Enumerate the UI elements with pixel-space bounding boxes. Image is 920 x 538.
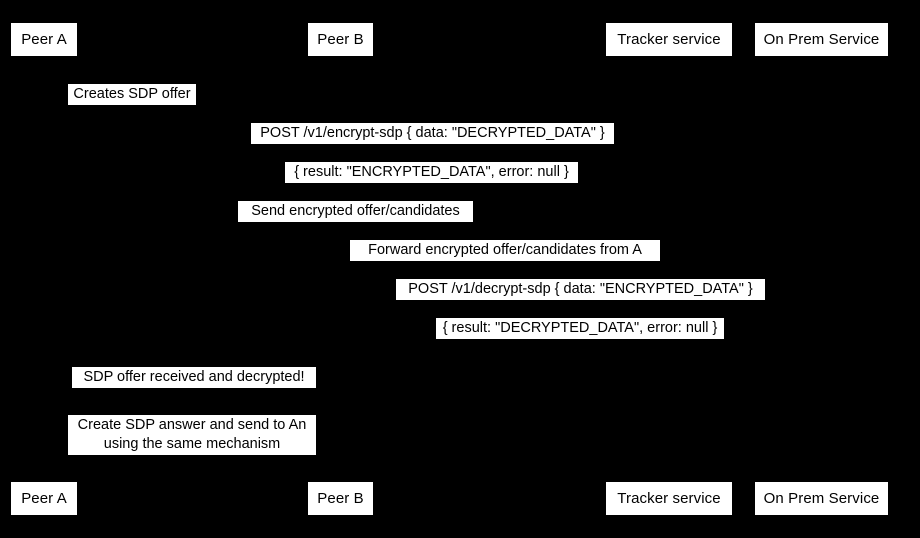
participant-head-peer-b[interactable]: Peer B [307,22,374,57]
msg-forward-encrypted-offer-label: Forward encrypted offer/candidates from … [350,240,660,261]
msg-decrypt-result-label: { result: "DECRYPTED_DATA", error: null … [436,318,724,339]
participant-head-on-prem[interactable]: On Prem Service [754,22,889,57]
arrow-msg-post-decrypt-sdp [340,300,821,301]
participant-head-peer-a[interactable]: Peer A [10,22,78,57]
msg-create-sdp-answer-label: Create SDP answer and send to An using t… [68,415,316,455]
lifeline-tracker [669,57,670,481]
arrow-msg-forward-encrypted-offer [340,261,669,262]
msg-send-encrypted-offer-label: Send encrypted offer/candidates [238,201,473,222]
arrow-msg-decrypt-result [340,339,821,340]
participant-foot-on-prem[interactable]: On Prem Service [754,481,889,516]
lifeline-on-prem [821,57,822,481]
msg-post-decrypt-sdp-label: POST /v1/decrypt-sdp { data: "ENCRYPTED_… [396,279,765,300]
msg-creates-sdp-offer-label: Creates SDP offer [68,84,196,105]
msg-post-encrypt-sdp-label: POST /v1/encrypt-sdp { data: "DECRYPTED_… [251,123,614,144]
participant-foot-tracker[interactable]: Tracker service [605,481,733,516]
msg-encrypt-result-label: { result: "ENCRYPTED_DATA", error: null … [285,162,578,183]
arrow-msg-encrypt-result [44,183,821,184]
arrow-msg-send-encrypted-offer [44,222,669,223]
participant-foot-peer-b[interactable]: Peer B [307,481,374,516]
participant-head-tracker[interactable]: Tracker service [605,22,733,57]
participant-foot-peer-a[interactable]: Peer A [10,481,78,516]
lifeline-peer-a [44,57,45,481]
lifeline-peer-b [340,57,341,481]
msg-sdp-offer-received-label: SDP offer received and decrypted! [72,367,316,388]
arrow-msg-post-encrypt-sdp [44,144,821,145]
